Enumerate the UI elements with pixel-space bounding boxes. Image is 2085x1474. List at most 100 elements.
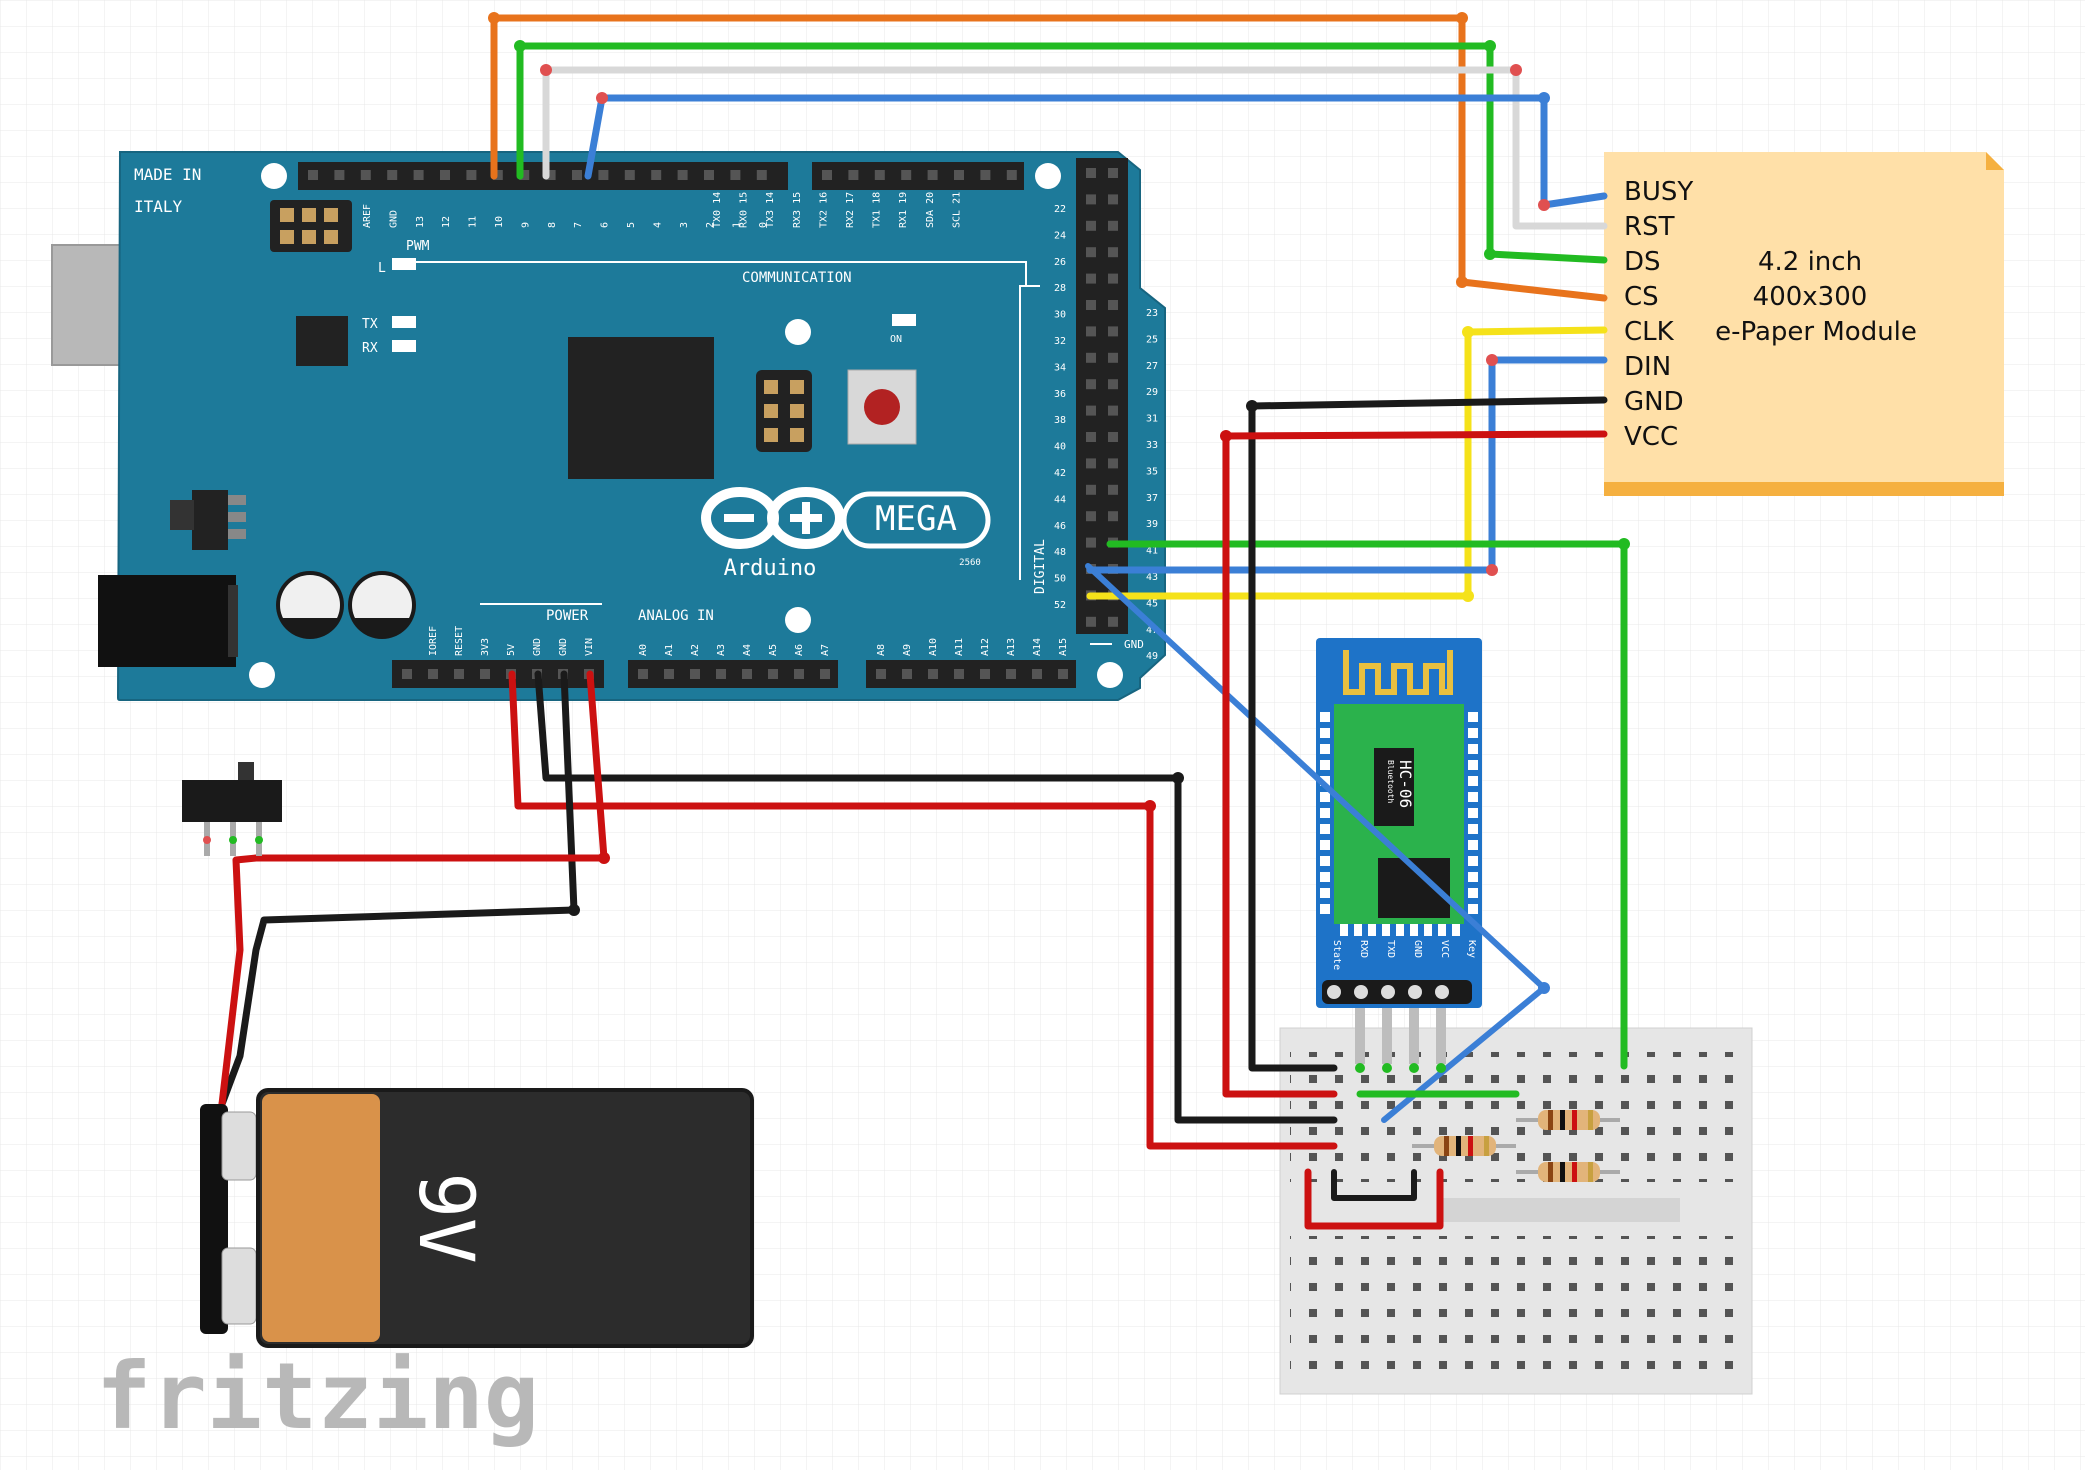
slide-switch	[182, 762, 282, 856]
header-pin	[1086, 220, 1096, 231]
pad	[1468, 728, 1478, 738]
pad	[1468, 712, 1478, 722]
arduino-logo	[701, 487, 991, 549]
header-pin	[1108, 300, 1118, 310]
header-pin	[794, 669, 804, 679]
header-pin	[1086, 168, 1096, 178]
epaper-pin-gnd: GND	[1624, 387, 1684, 417]
digital-pin-label: 32	[1054, 336, 1066, 347]
analog-pin-label: A4	[742, 644, 753, 656]
top-pin-label: 11	[468, 216, 479, 228]
header-pin	[876, 669, 886, 679]
led-on	[892, 314, 916, 326]
top-pin-label: SDA 20	[925, 192, 936, 228]
led-l	[392, 258, 416, 270]
header-pin	[901, 170, 912, 180]
epaper-pin-din: DIN	[1624, 352, 1671, 382]
header-pin	[848, 170, 859, 180]
header-pin	[1086, 379, 1096, 390]
power-pin-label: GND	[558, 638, 569, 656]
digital-pin-label: 51	[1146, 678, 1158, 689]
top-pin-label: SCL 21	[951, 192, 962, 228]
top-pin-label: 0	[758, 222, 769, 228]
analog-pin-label: A1	[664, 644, 675, 656]
header-pin	[1086, 537, 1096, 548]
wire-gnd3-black	[218, 670, 578, 1108]
analog-pin-label: A8	[876, 644, 887, 656]
pad	[1468, 808, 1478, 818]
gnd-label: GND	[1124, 638, 1144, 651]
top-pin-label: TX0 14	[712, 192, 723, 228]
hc06-pin-label: VCC	[1439, 940, 1450, 958]
wire-vcc-red	[1222, 430, 1608, 1098]
analog-pin-label: A0	[638, 644, 649, 656]
header-pin	[1108, 220, 1118, 231]
header-pin	[768, 669, 778, 679]
resistor-3	[1516, 1162, 1620, 1182]
header-pin	[980, 170, 991, 180]
hc06-pin-label: RXD	[1358, 940, 1369, 958]
pwm-label: PWM	[406, 239, 430, 254]
epaper-pin-busy: BUSY	[1624, 177, 1693, 207]
analog-pin-label: A9	[902, 644, 913, 656]
header-pin	[1108, 247, 1118, 258]
header-pin	[677, 170, 688, 180]
top-pin-label: 6	[600, 222, 611, 228]
pad	[1320, 792, 1330, 802]
analog-header-1	[628, 660, 838, 688]
pad	[1320, 808, 1330, 818]
led-rx	[392, 340, 416, 352]
wire-bb-red-loop	[1304, 1168, 1444, 1230]
header-pin	[902, 669, 912, 679]
header-pin	[1058, 669, 1068, 679]
digital-pin-label: 30	[1054, 310, 1066, 321]
digital-pin-label: 28	[1054, 283, 1066, 294]
epaper-pin-cs: CS	[1624, 282, 1659, 312]
pad	[1320, 744, 1330, 754]
hc06-header-legs	[1322, 980, 1472, 1073]
top-pin-label: 2	[705, 222, 716, 228]
pad	[1468, 840, 1478, 850]
header-pin	[1006, 170, 1017, 180]
top-pin-label: 10	[494, 216, 505, 228]
hc06-pin-label: Key	[1466, 940, 1477, 958]
pad	[1320, 776, 1330, 786]
digital-pin-label: 36	[1054, 389, 1066, 400]
9v-battery: 9V	[200, 1088, 754, 1348]
header-pin	[454, 669, 464, 679]
header-pin	[1086, 432, 1096, 442]
header-pin	[1086, 511, 1096, 522]
resistor-2	[1412, 1136, 1516, 1156]
power-pin-label: 5V	[506, 644, 517, 656]
digital-pin-label: 29	[1146, 387, 1158, 398]
pad	[1424, 924, 1432, 936]
power-pin-label: IOREF	[428, 626, 439, 656]
header-pin	[638, 669, 648, 679]
header-pin	[1108, 273, 1118, 284]
top-pin-label: TX1 18	[872, 192, 883, 228]
digital-pin-label: 53	[1146, 704, 1158, 715]
pad	[1320, 856, 1330, 866]
hc06-model: HC-06	[1396, 760, 1415, 808]
arduino-mega-board: MADE IN ITALY MEGA Arduino 2560 PWM L TX…	[51, 151, 1166, 715]
led-tx	[392, 316, 416, 328]
pad	[1468, 888, 1478, 898]
digital-pin-label: 24	[1054, 230, 1066, 241]
battery-body	[256, 1088, 754, 1348]
header-pin	[756, 170, 767, 180]
pad	[1382, 924, 1390, 936]
mega-label: MEGA	[875, 499, 957, 539]
digital-pin-label: 43	[1146, 572, 1158, 583]
dc-jack	[98, 575, 236, 667]
digital-pin-label: 33	[1146, 440, 1158, 451]
header-pin	[651, 170, 662, 180]
digital-pin-label: 47	[1146, 625, 1158, 636]
header-pin	[704, 170, 714, 180]
top-pin-label: RX0 15	[739, 192, 750, 228]
header-pin	[492, 170, 503, 180]
digital-pin-label: 40	[1054, 442, 1066, 453]
analog-pin-label: A2	[690, 644, 701, 656]
pad	[1452, 924, 1460, 936]
header-pin	[742, 669, 752, 679]
